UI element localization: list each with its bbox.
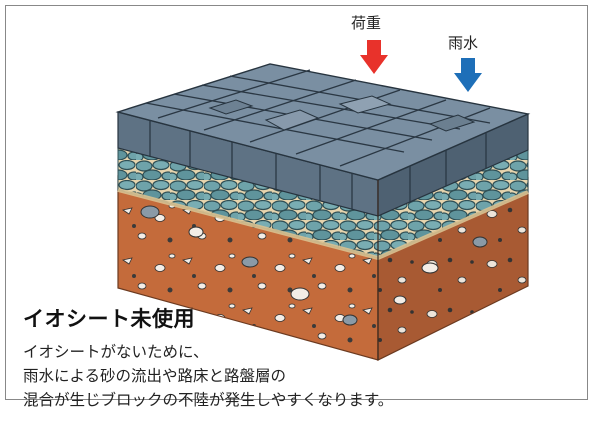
description-line: 雨水による砂の流出や路床と路盤層の [23,367,287,385]
rainwater-label: 雨水 [448,34,479,52]
paving-blocks-top-surface [115,63,531,181]
description-line: 混合が生じブロックの不陸が発生しやすくなります。 [23,391,394,409]
load-arrow-icon [360,40,388,74]
description-text: イオシートがないために、 雨水による砂の流出や路床と路盤層の 混合が生じブロック… [23,340,393,412]
rainwater-arrow-icon [454,58,482,92]
description-line: イオシートがないために、 [23,343,209,361]
section-title: イオシート未使用 [23,307,195,331]
load-label: 荷重 [351,14,382,32]
